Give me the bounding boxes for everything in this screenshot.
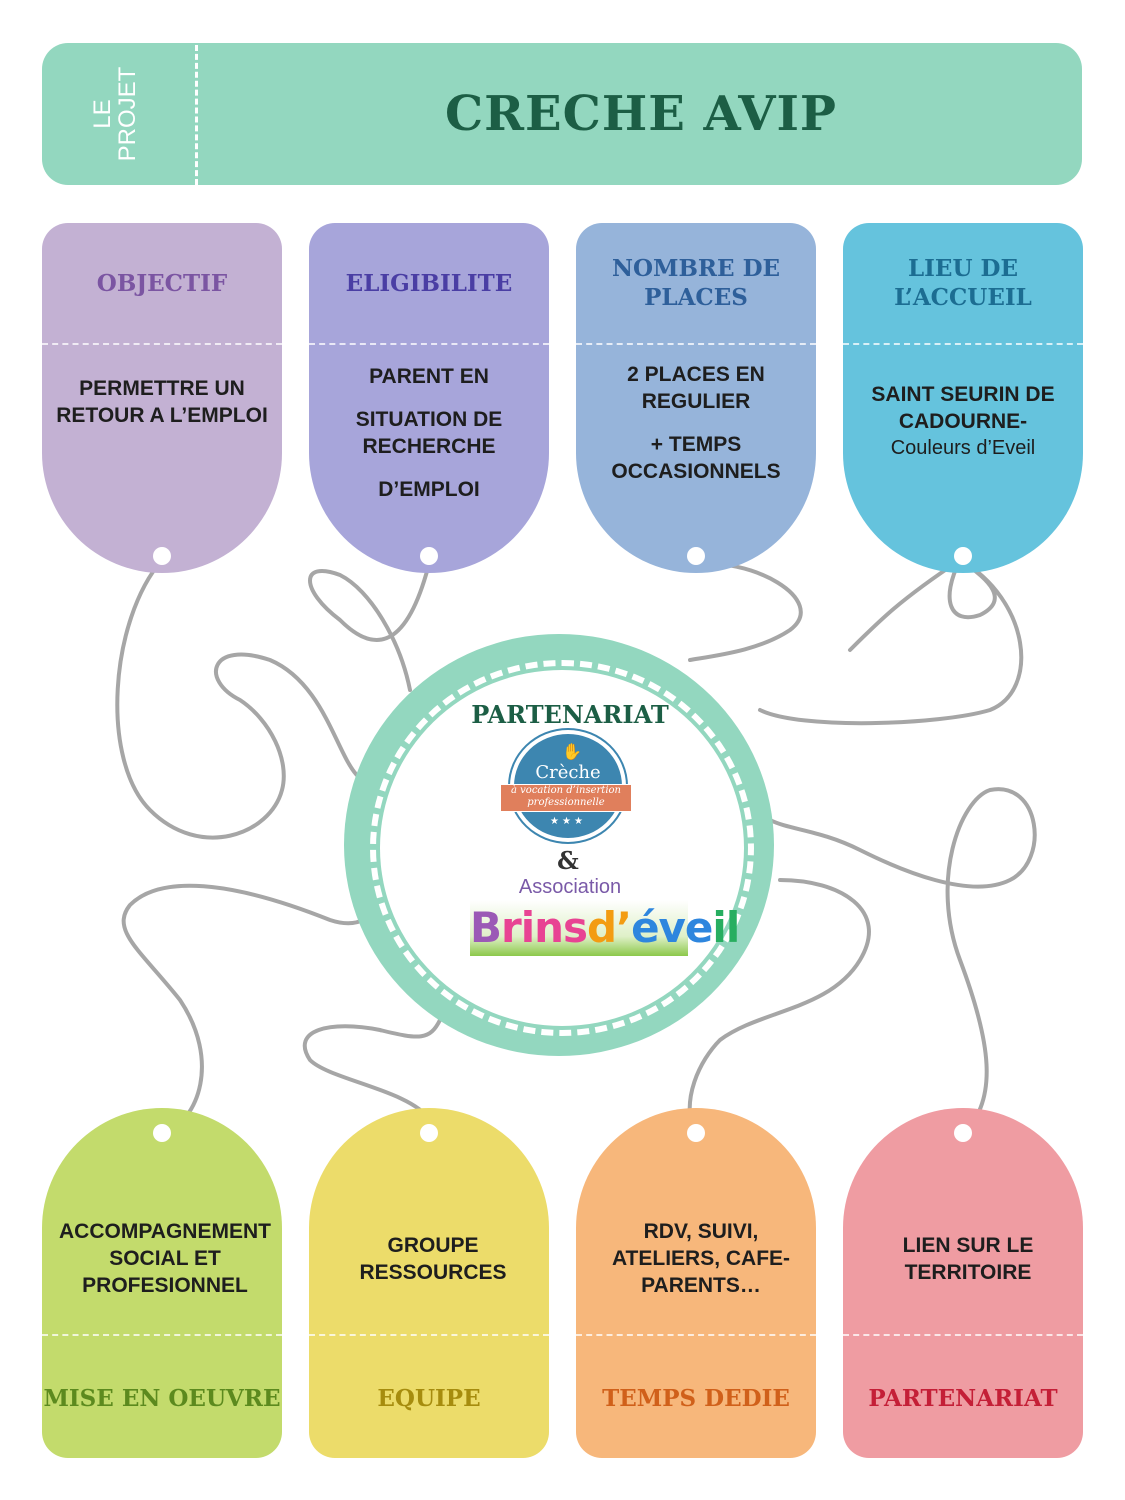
tag-hole <box>954 547 972 565</box>
logo-band: à vocation d’insertion professionnelle <box>500 784 632 812</box>
tag-body: PARENT EN SITUATION DE RECHERCHE D’EMPLO… <box>319 363 539 503</box>
tag-title: PARTENARIAT <box>868 1384 1058 1412</box>
tag-body-line: SITUATION DE RECHERCHE <box>355 408 503 458</box>
tag-temps-dedie: RDV, SUIVI, ATELIERS, CAFE-PARENTS… TEMP… <box>576 1108 816 1458</box>
stars-icon: ★★★ <box>550 816 586 827</box>
tag-body-line: + TEMPS OCCASIONNELS <box>611 433 781 483</box>
string-objectif <box>115 558 382 840</box>
association-label: Association <box>518 876 622 898</box>
tag-hole <box>153 547 171 565</box>
tag-divider <box>576 343 816 345</box>
tag-body-line: PARENT EN <box>369 365 489 388</box>
tag-lieu-accueil: LIEU DE L’ACCUEIL SAINT SEURIN DE CADOUR… <box>843 223 1083 573</box>
tag-body: ACCOMPAGNEMENT SOCIAL ET PROFESIONNEL <box>54 1218 276 1299</box>
tag-divider <box>42 343 282 345</box>
tag-body-line: Couleurs d’Eveil <box>890 437 1036 459</box>
tag-divider <box>309 1334 549 1336</box>
tag-body-line: SAINT SEURIN DE CADOURNE- <box>871 383 1055 433</box>
string-group <box>115 558 1037 1137</box>
tag-title: NOMBRE DE PLACES <box>611 255 781 311</box>
logo-name: Crèche <box>535 762 601 783</box>
tag-divider <box>843 1334 1083 1336</box>
tag-divider <box>309 343 549 345</box>
tag-body: RDV, SUIVI, ATELIERS, CAFE-PARENTS… <box>606 1218 796 1299</box>
tag-hole <box>687 1124 705 1142</box>
header-side-line1: LE <box>88 99 116 129</box>
tag-title: MISE EN OEUVRE <box>43 1384 281 1412</box>
page-title: CRECHE AVIP <box>444 86 838 142</box>
tag-eligibilite: ELIGIBILITE PARENT EN SITUATION DE RECHE… <box>309 223 549 573</box>
brins-eveil-logo: Brinsd’éveil <box>470 900 740 956</box>
tag-mise-en-oeuvre: ACCOMPAGNEMENT SOCIAL ET PROFESIONNEL MI… <box>42 1108 282 1458</box>
string-eligibilite <box>308 558 432 692</box>
tag-body-line: LIEN SUR LE TERRITOIRE <box>902 1234 1034 1284</box>
tag-body-line: RDV, SUIVI, ATELIERS, CAFE-PARENTS… <box>611 1220 791 1297</box>
tag-partenariat: LIEN SUR LE TERRITOIRE PARTENARIAT <box>843 1108 1083 1458</box>
tag-body: LIEN SUR LE TERRITOIRE <box>893 1232 1043 1286</box>
tag-divider <box>843 343 1083 345</box>
partnership-ring-dashes <box>370 660 754 1036</box>
tag-hole <box>420 1124 438 1142</box>
header-side-line2: PROJET <box>114 66 141 162</box>
tag-body-line: PERMETTRE UN RETOUR A L’EMPLOI <box>56 377 268 427</box>
partnership-title: PARTENARIAT <box>471 700 669 729</box>
tag-body: 2 PLACES EN REGULIER + TEMPS OCCASIONNEL… <box>586 361 806 485</box>
hand-icon: ✋ <box>562 744 582 761</box>
project-header <box>42 43 1082 185</box>
brins-eveil-logo-text: Brinsd’éveil <box>470 903 740 952</box>
tag-hole <box>687 547 705 565</box>
header-divider <box>195 45 198 185</box>
tag-title: ELIGIBILITE <box>345 269 513 297</box>
tag-divider <box>42 1334 282 1336</box>
tag-title: TEMPS DEDIE <box>602 1384 790 1412</box>
tag-nombre-places: NOMBRE DE PLACES 2 PLACES EN REGULIER + … <box>576 223 816 573</box>
tag-body: PERMETTRE UN RETOUR A L’EMPLOI <box>52 375 272 445</box>
tag-hole <box>420 547 438 565</box>
tag-objectif: OBJECTIF PERMETTRE UN RETOUR A L’EMPLOI <box>42 223 282 573</box>
tag-body: GROUPE RESSOURCES <box>349 1232 517 1286</box>
string-lieu <box>758 558 1024 726</box>
tag-divider <box>576 1334 816 1336</box>
tag-equipe: GROUPE RESSOURCES EQUIPE <box>309 1108 549 1458</box>
tag-body-line: D’EMPLOI <box>378 478 480 501</box>
tag-body-line: 2 PLACES EN REGULIER <box>627 363 765 413</box>
tag-body: SAINT SEURIN DE CADOURNE- Couleurs d’Eve… <box>853 381 1073 462</box>
tag-hole <box>153 1124 171 1142</box>
header-side-label: LE PROJET <box>88 66 141 162</box>
string-equipe <box>302 1018 442 1122</box>
ampersand: & <box>557 846 579 875</box>
tag-hole <box>954 1124 972 1142</box>
string-places <box>688 561 803 662</box>
string-partenariat <box>768 787 1037 1137</box>
string-temps <box>687 878 871 1137</box>
string-mise <box>121 883 382 1137</box>
tag-title: EQUIPE <box>377 1384 481 1412</box>
tag-title: OBJECTIF <box>96 269 228 297</box>
tag-body-line: ACCOMPAGNEMENT SOCIAL ET PROFESIONNEL <box>59 1220 271 1297</box>
tag-body-line: GROUPE RESSOURCES <box>359 1234 507 1284</box>
tag-title: LIEU DE L’ACCUEIL <box>894 255 1032 311</box>
